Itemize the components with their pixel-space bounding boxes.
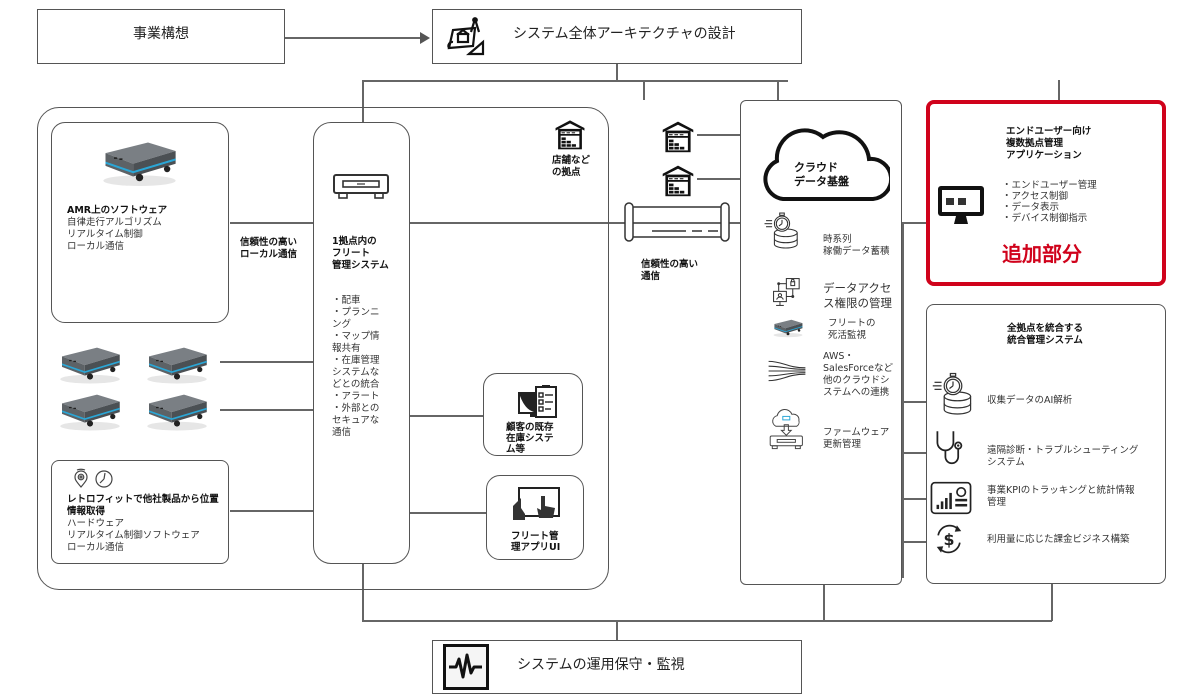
- architecture-design-label: システム全体アーキテクチャの設計: [513, 26, 736, 42]
- inventory-system-label: 顧客の既存 在庫システ ム等: [506, 422, 554, 455]
- data-streams-icon: [767, 355, 807, 387]
- tablet-touch-icon: [511, 484, 561, 524]
- access-control-icon: [771, 276, 803, 308]
- amr-software-title: AMR上のソフトウェア: [67, 205, 168, 216]
- dollar-cycle-icon: [931, 521, 967, 557]
- heartbeat-monitor-icon: [443, 644, 489, 690]
- stopwatch-database-icon: [931, 369, 975, 415]
- enduser-app-box: エンドユーザー向け 複数拠点管理 アプリケーション ・エンドユーザー管理 ・アク…: [926, 100, 1166, 286]
- amr-robot-icon: [142, 340, 212, 385]
- cloud-icon: [755, 123, 890, 209]
- amr-robot-icon: [142, 387, 212, 432]
- arrow-head-icon: [420, 32, 430, 44]
- retrofit-item: リアルタイム制御ソフトウェア: [67, 530, 200, 541]
- retrofit-title: レトロフィットで他社製品から位置情報取得: [67, 494, 219, 517]
- amr-software-box: AMR上のソフトウェア 自律走行アルゴリズム リアルタイム制御 ローカル通信: [51, 122, 229, 323]
- integrated-system-title: 全拠点を統合する 統合管理システム: [1007, 323, 1084, 346]
- fleet-app-label: フリート管 理アプリUI: [511, 531, 561, 553]
- business-plan-label: 事業構想: [133, 26, 189, 42]
- arrow-line: [285, 37, 423, 39]
- enduser-app-item: ・データ表示: [1002, 202, 1060, 213]
- warehouse-icon: [553, 117, 587, 151]
- amr-robot-icon: [771, 315, 805, 339]
- business-plan-box: 事業構想: [37, 9, 285, 64]
- server-device-icon: [331, 171, 391, 201]
- added-part-badge: 追加部分: [1002, 242, 1082, 266]
- enduser-app-item: ・アクセス制御: [1002, 191, 1069, 202]
- enduser-app-item: ・エンドユーザー管理: [1002, 180, 1097, 191]
- amr-software-item: 自律走行アルゴリズム: [67, 217, 162, 228]
- reliable-comm-label: 信頼性の高い 通信: [641, 259, 699, 282]
- fleet-system-title: 1拠点内の フリート 管理システム: [332, 236, 389, 271]
- cloud-feature-label: フリートの 死活監視: [828, 318, 876, 341]
- store-label: 店舗など の拠点: [552, 155, 591, 178]
- fleet-system-box: 1拠点内の フリート 管理システム ・配車 ・プランニ ング ・マップ情 報共有…: [313, 122, 410, 564]
- amr-software-item: リアルタイム制御: [67, 229, 143, 240]
- amr-robot-icon: [55, 340, 125, 385]
- enduser-app-item: ・デバイス制御指示: [1002, 213, 1088, 224]
- integrated-feature-label: 事業KPIのトラッキングと統計情報 管理: [987, 485, 1135, 508]
- monitor-sites-icon: [936, 184, 986, 228]
- operations-label: システムの運用保守・監視: [517, 657, 685, 673]
- architecture-design-box: システム全体アーキテクチャの設計: [432, 9, 802, 64]
- operations-box: システムの運用保守・監視: [432, 640, 802, 694]
- cloud-download-device-icon: [766, 407, 808, 451]
- blueprint-compass-icon: [445, 16, 487, 58]
- warehouse-icon: [658, 162, 698, 198]
- clock-icon: [94, 469, 114, 489]
- cloud-feature-label: データアクセ ス権限の管理: [823, 281, 892, 310]
- stopwatch-database-icon: [763, 209, 801, 249]
- inventory-system-box: 顧客の既存 在庫システ ム等: [483, 373, 583, 456]
- secure-pipe-icon: [622, 200, 732, 246]
- local-comm-label: 信頼性の高い ローカル通信: [240, 237, 298, 260]
- location-pin-icon: [72, 467, 90, 489]
- amr-software-item: ローカル通信: [67, 241, 125, 252]
- cloud-platform-box: クラウド データ基盤 時系列 稼働データ蓄積 データアクセ ス権限の管理 フリー…: [740, 100, 902, 585]
- retrofit-item: ハードウェア: [67, 518, 125, 529]
- cloud-title: クラウド データ基盤: [794, 161, 849, 188]
- fleet-system-features: ・配車 ・プランニ ング ・マップ情 報共有 ・在庫管理 システムな どとの統合…: [332, 295, 380, 438]
- site-container: [37, 107, 609, 590]
- warehouse-icon: [658, 118, 698, 154]
- cloud-feature-label: ファームウェア 更新管理: [823, 427, 890, 450]
- amr-robot-icon: [97, 133, 182, 188]
- integrated-feature-label: 利用量に応じた課金ビジネス構築: [987, 534, 1130, 545]
- retrofit-box: レトロフィットで他社製品から位置情報取得 ハードウェア リアルタイム制御ソフトウ…: [51, 460, 229, 564]
- monitor-checklist-icon: [516, 384, 560, 424]
- enduser-app-title: エンドユーザー向け 複数拠点管理 アプリケーション: [1006, 126, 1092, 161]
- amr-robot-icon: [55, 387, 125, 432]
- integrated-system-box: 全拠点を統合する 統合管理システム 収集データのAI解析 遠隔診断・トラブルシュ…: [926, 304, 1166, 584]
- integrated-feature-label: 遠隔診断・トラブルシューティング システム: [987, 445, 1139, 468]
- cloud-feature-label: AWS・ SalesForceなど 他のクラウドシ ステムへの連携: [823, 351, 893, 398]
- integrated-feature-label: 収集データのAI解析: [987, 395, 1073, 406]
- kpi-chart-icon: [929, 481, 973, 515]
- retrofit-item: ローカル通信: [67, 542, 125, 553]
- stethoscope-icon: [931, 427, 971, 469]
- fleet-app-box: フリート管 理アプリUI: [486, 475, 584, 560]
- cloud-feature-label: 時系列 稼働データ蓄積: [823, 234, 890, 257]
